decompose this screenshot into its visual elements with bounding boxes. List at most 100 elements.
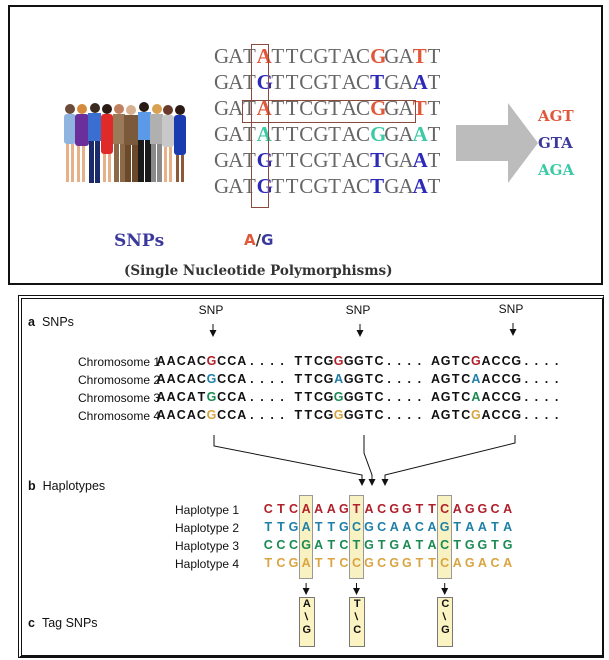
nucleotide: . xyxy=(250,390,254,404)
nucleotide: A xyxy=(166,390,176,404)
nucleotide: G xyxy=(353,354,364,368)
person-figure xyxy=(162,105,174,182)
nucleotide: . xyxy=(544,372,549,386)
nucleotide: C xyxy=(491,354,501,368)
nucleotide: T xyxy=(285,148,299,172)
nucleotide: C xyxy=(440,502,450,516)
nucleotide: G xyxy=(333,408,344,422)
section-title: SNPs xyxy=(41,315,74,329)
nucleotide: C xyxy=(227,408,237,422)
nucleotide: A xyxy=(228,96,244,120)
nucleotide: G xyxy=(477,538,488,552)
nucleotide: C xyxy=(501,372,511,386)
nucleotide: . xyxy=(260,408,264,422)
nucleotide: A xyxy=(430,354,440,368)
nucleotide: C xyxy=(299,148,314,172)
nucleotide: C xyxy=(461,390,471,404)
chromosome-label: Chromosome 2 xyxy=(78,373,161,387)
nucleotide: T xyxy=(427,44,441,68)
nucleotide: T xyxy=(415,556,424,570)
nucleotide: G xyxy=(313,122,329,146)
nucleotide: C xyxy=(355,70,370,94)
nucleotide: T xyxy=(365,408,373,422)
nucleotide: C xyxy=(176,372,186,386)
nucleotide: T xyxy=(415,538,424,552)
nucleotide: A xyxy=(341,44,357,68)
nucleotide: G xyxy=(353,390,364,404)
nucleotide: T xyxy=(304,372,313,386)
nucleotide: G xyxy=(323,408,334,422)
nucleotide: G xyxy=(470,354,481,368)
nucleotide: T xyxy=(328,174,341,198)
nucleotide: A xyxy=(481,354,491,368)
nucleotide: G xyxy=(214,122,230,146)
nucleotide: T xyxy=(328,96,341,120)
nucleotide: C xyxy=(196,354,206,368)
nucleotide: A xyxy=(341,70,357,94)
nucleotide: G xyxy=(440,408,451,422)
nucleotide: A xyxy=(256,44,272,68)
nucleotide: T xyxy=(328,70,341,94)
nucleotide: G xyxy=(313,148,329,172)
nucleotide: . xyxy=(270,408,274,422)
tag-snp-allele-bottom: G xyxy=(302,624,312,636)
snp-header-1: SNP xyxy=(198,303,224,317)
nucleotide: G xyxy=(301,538,311,552)
nucleotide: G xyxy=(288,556,299,570)
nucleotide: C xyxy=(374,408,384,422)
nucleotide: A xyxy=(156,354,166,368)
nucleotide: A xyxy=(398,44,414,68)
snp-column-highlight-box xyxy=(251,44,269,208)
nucleotide: A xyxy=(503,520,513,534)
tag-snp-allele-bottom: C xyxy=(353,624,362,636)
nucleotide: G xyxy=(338,502,349,516)
chromosome-label: Chromosome 1 xyxy=(78,355,161,369)
person-figure xyxy=(64,104,76,182)
nucleotide: G xyxy=(464,556,475,570)
haplotype-label: Haplotype 4 xyxy=(175,557,240,571)
nucleotide: T xyxy=(243,148,256,172)
nucleotide: . xyxy=(280,372,284,386)
snp-full-name: (Single Nucleotide Polymorphisms) xyxy=(124,263,393,279)
person-figure xyxy=(174,105,186,182)
nucleotide: G xyxy=(353,372,364,386)
haplotype-label: Haplotype 2 xyxy=(175,521,240,535)
nucleotide: T xyxy=(271,122,285,146)
dna-sequence-row: GATATTCGTACGGATT xyxy=(214,45,441,67)
nucleotide: T xyxy=(491,520,499,534)
nucleotide: T xyxy=(243,70,256,94)
nucleotide: G xyxy=(214,96,230,120)
nucleotide: G xyxy=(370,44,387,68)
nucleotide: T xyxy=(451,372,460,386)
nucleotide: G xyxy=(333,354,344,368)
nucleotide: C xyxy=(377,502,387,516)
nucleotide: G xyxy=(313,174,329,198)
allele-pair-label: A/G xyxy=(244,231,273,249)
nucleotide: G xyxy=(511,390,522,404)
tag-snp-allele-top: C xyxy=(441,598,450,610)
person-figure xyxy=(101,104,113,182)
nucleotide: . xyxy=(270,354,274,368)
dna-sequence-row: GATGTTCGTACTGAAT xyxy=(214,175,441,197)
nucleotide: T xyxy=(271,148,285,172)
nucleotide: C xyxy=(313,390,323,404)
nucleotide: G xyxy=(323,390,334,404)
nucleotide: C xyxy=(227,372,237,386)
nucleotide: A xyxy=(301,502,311,516)
nucleotide: C xyxy=(276,538,286,552)
nucleotide: C xyxy=(501,354,511,368)
nucleotide: A xyxy=(228,122,244,146)
nucleotide: G xyxy=(477,502,488,516)
nucleotide: T xyxy=(328,44,341,68)
nucleotide: . xyxy=(387,408,391,422)
nucleotide: C xyxy=(313,354,323,368)
nucleotide: C xyxy=(227,354,237,368)
person-figure xyxy=(113,104,125,182)
nucleotide: C xyxy=(377,520,387,534)
nucleotide: C xyxy=(176,390,186,404)
nucleotide: G xyxy=(384,122,400,146)
nucleotide: T xyxy=(294,390,303,404)
